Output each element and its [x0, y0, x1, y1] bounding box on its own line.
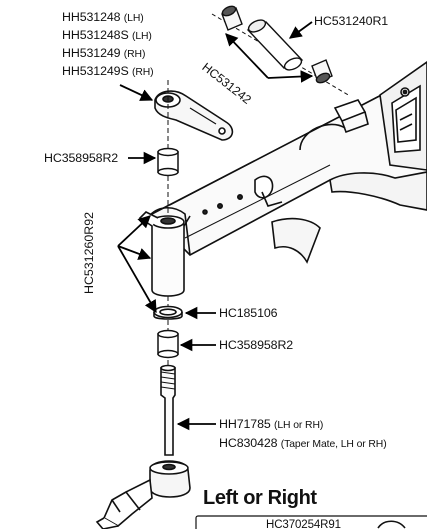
bushing-kit-label: HC531240R1 [314, 14, 389, 28]
upper-group-line-1: HH531248 (LH) [62, 10, 144, 24]
bushing-kit-parts [211, 5, 351, 97]
spindle-main-label: HH71785 (LH or RH) [219, 417, 324, 431]
thrust-washer-label: HC185106 [219, 306, 278, 320]
bottom-part-label: HC370254R91 [266, 519, 341, 529]
upper-group-line-3: HH531249 (RH) [62, 46, 146, 60]
upper-group-line-4: HH531249S (RH) [62, 64, 154, 78]
upper-group-line-2: HH531248S (LH) [62, 28, 152, 42]
thrust-washer [153, 305, 183, 320]
spindle-tube [138, 211, 191, 297]
spindle-alt-label: HC830428 (Taper Mate, LH or RH) [219, 436, 387, 450]
spindle [95, 364, 191, 529]
bottom-part-box [195, 515, 427, 529]
axle-beam [148, 61, 427, 264]
leader-arrows [117, 21, 314, 431]
lower-bushing-label: HC358958R2 [219, 338, 294, 352]
upper-bushing [157, 147, 179, 177]
lower-bushing [157, 329, 179, 359]
upper-bushing-label: HC358958R2 [44, 151, 119, 165]
section-heading: Left or Right [203, 487, 317, 509]
steering-arm [154, 90, 234, 141]
spindle-tube-label: HC531260R92 [81, 212, 96, 294]
